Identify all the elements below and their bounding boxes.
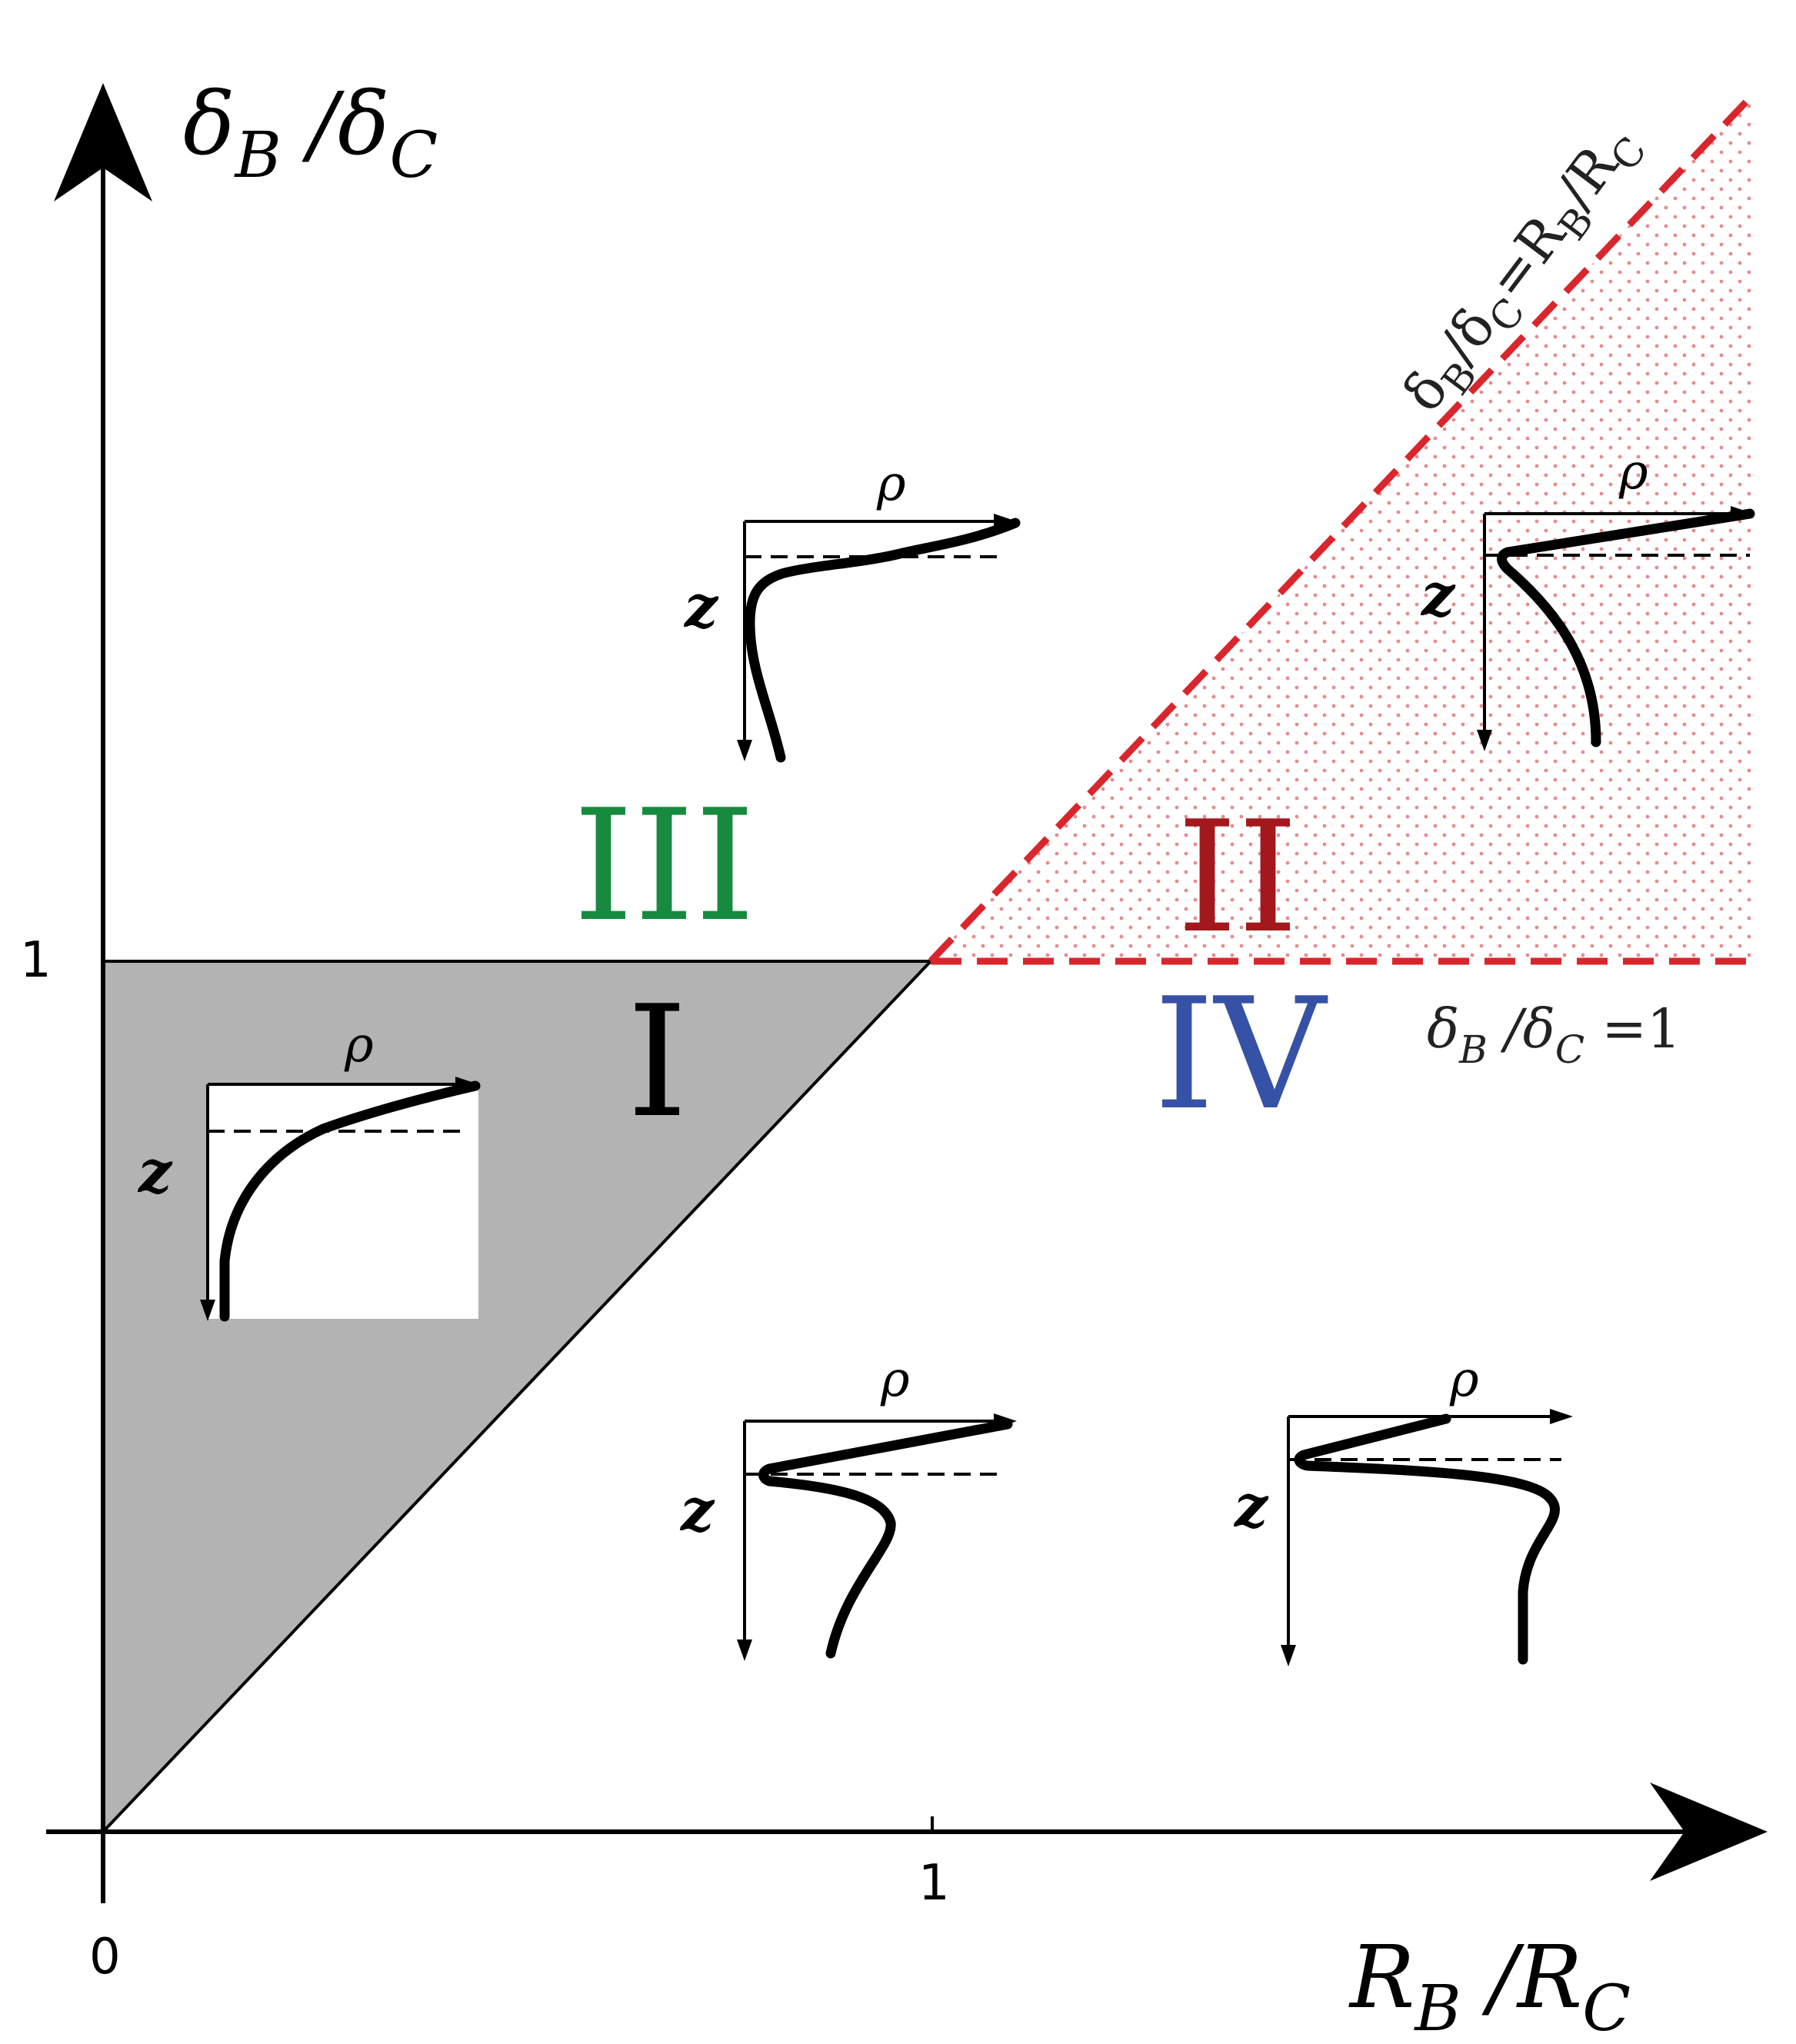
z-label: z [137,1137,173,1206]
rho-label: ρ [880,1351,910,1408]
z-label: z [683,572,719,641]
region-label-iv: IV [1154,965,1328,1144]
rho-label: ρ [1618,444,1648,501]
region-label-iii: III [573,777,755,956]
rho-label: ρ [1449,1351,1479,1408]
rho-label: ρ [344,1017,374,1074]
x-tick-label-1: 1 [918,1855,950,1912]
horiz-boundary-label: δB /δC =1 [1427,997,1681,1072]
rho-label: ρ [876,455,906,512]
profile-inset-ii: ρ z [1420,444,1755,751]
z-label: z [1233,1472,1269,1540]
profile-inset-iv-left: ρ z [679,1351,1017,1661]
x-axis-label: RB /RC [1348,1928,1631,2044]
y-axis-label: δB /δC [183,75,438,192]
region-label-ii: II [1177,788,1298,967]
z-label: z [1420,561,1456,629]
z-label: z [679,1476,715,1544]
profile-inset-iv-right: ρ z [1233,1351,1573,1666]
region-label-i: I [627,973,688,1152]
origin-tick-label: 0 [89,1929,121,1986]
diag-boundary [928,91,1757,964]
profile-inset-iii: ρ z [683,455,1021,763]
y-axis-arrowhead [54,83,152,201]
y-tick-label-1: 1 [20,932,52,989]
x-axis-arrowhead [1650,1783,1768,1881]
profile-inset-i: ρ z [137,1017,481,1322]
